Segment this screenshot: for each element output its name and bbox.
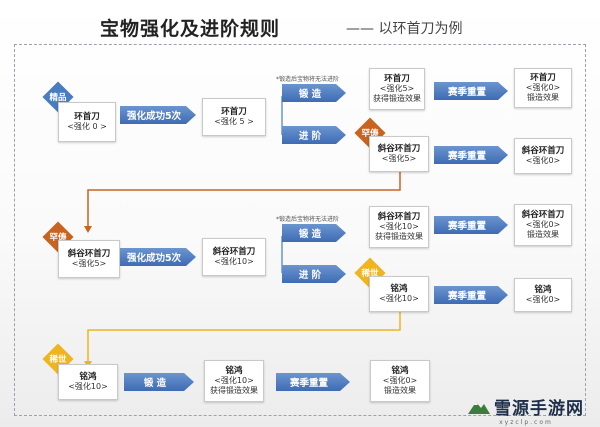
card-name: 铭鸿 <box>534 284 552 295</box>
card-row1-start: 环首刀 <强化 0 > <box>58 102 116 142</box>
card-level: <强化0> <box>525 220 561 230</box>
card-effect: 获得锻造效果 <box>373 94 421 104</box>
card-name: 铭鸿 <box>391 365 409 376</box>
card-level: <强化5> <box>381 154 417 164</box>
arrow-row2-reset1: 赛季重置 <box>434 216 508 234</box>
card-name: 斜谷环首刀 <box>521 145 565 156</box>
diagram-frame <box>14 44 586 416</box>
arrow-row3-forge: 锻 造 <box>124 373 194 391</box>
card-name: 铭鸿 <box>79 371 97 382</box>
arrow-row1-reset1: 赛季重置 <box>434 82 508 100</box>
card-effect: 锻造效果 <box>384 386 416 396</box>
card-name: 环首刀 <box>384 73 410 84</box>
badge-jingpin-label: 精品 <box>49 93 67 103</box>
badge-hanchou-start-label: 罕俦 <box>49 233 67 243</box>
arrow-row2-advance: 进 阶 <box>282 265 346 283</box>
arrow-row1-forge: 锻 造 <box>282 84 346 102</box>
card-name: 环首刀 <box>221 106 247 117</box>
watermark-url: xyzclp.com <box>499 418 553 426</box>
card-row2-mid: 斜谷环首刀 <强化10> <box>202 238 266 276</box>
badge-hanchou-label: 罕俦 <box>361 129 379 139</box>
card-level: <强化5> <box>379 84 415 94</box>
arrow-row1-enhance: 强化成功5次 <box>120 106 196 124</box>
card-effect: 锻造效果 <box>527 230 559 240</box>
card-row1-advance: 斜谷环首刀 <强化5> <box>369 136 429 172</box>
arrow-row2-forge: 锻 造 <box>282 224 346 242</box>
note-row2: *锻造后宝物将无法进阶 <box>276 216 340 223</box>
card-level: <强化0> <box>382 376 418 386</box>
card-row2-start: 斜谷环首刀 <强化5> <box>58 240 120 278</box>
card-row1-reset2: 斜谷环首刀 <强化0> <box>514 138 572 174</box>
connector-row1-to-row2 <box>87 168 401 226</box>
watermark-text: 雪源手游网 <box>494 398 584 419</box>
card-level: <强化5> <box>71 259 107 269</box>
card-name: 斜谷环首刀 <box>212 246 256 257</box>
site-watermark: 雪源手游网 xyzclp.com <box>452 392 600 427</box>
mountain-logo-icon <box>468 402 490 414</box>
card-row2-reset2: 铭鸿 <强化0> <box>514 278 572 312</box>
card-row2-forge: 斜谷环首刀 <强化10> 获得锻造效果 <box>369 206 429 248</box>
arrow-row1-advance: 进 阶 <box>282 126 346 144</box>
card-row3-forge: 铭鸿 <强化10> 获得锻造效果 <box>204 360 264 402</box>
card-effect: 获得锻造效果 <box>375 232 423 242</box>
card-level: <强化10> <box>214 257 254 267</box>
card-level: <强化10> <box>214 376 254 386</box>
card-level: <强化0> <box>525 295 561 305</box>
card-level: <强化10> <box>379 294 419 304</box>
card-row2-advance: 铭鸿 <强化10> <box>369 276 429 312</box>
card-row1-mid: 环首刀 <强化 5 > <box>202 98 266 136</box>
badge-xishi-label: 稀世 <box>361 269 379 279</box>
card-level: <强化10> <box>379 222 419 232</box>
card-row3-start: 铭鸿 <强化10> <box>58 364 118 400</box>
card-level: <强化 0 > <box>67 122 107 132</box>
card-name: 铭鸿 <box>390 283 408 294</box>
card-effect: 获得锻造效果 <box>210 386 258 396</box>
card-name: 环首刀 <box>530 72 556 83</box>
card-name: 斜谷环首刀 <box>521 209 565 220</box>
page-title: 宝物强化及进阶规则 <box>100 18 281 40</box>
card-level: <强化 5 > <box>214 117 254 127</box>
page-subtitle: —— 以环首刀为例 <box>346 21 463 37</box>
card-level: <强化0> <box>525 156 561 166</box>
arrow-row3-reset: 赛季重置 <box>276 373 350 391</box>
badge-xishi-start-label: 稀世 <box>49 355 67 365</box>
card-row2-reset1: 斜谷环首刀 <强化0> 锻造效果 <box>514 204 572 246</box>
card-row1-forge: 环首刀 <强化5> 获得锻造效果 <box>369 68 425 110</box>
card-name: 斜谷环首刀 <box>377 211 421 222</box>
card-name: 斜谷环首刀 <box>377 143 421 154</box>
card-row3-reset: 铭鸿 <强化0> 锻造效果 <box>370 360 430 402</box>
note-row1: *锻造后宝物将无法进阶 <box>276 76 340 83</box>
card-name: 环首刀 <box>74 111 100 122</box>
arrow-row1-reset2: 赛季重置 <box>434 146 508 164</box>
card-name: 斜谷环首刀 <box>67 248 111 259</box>
card-level: <强化0> <box>525 83 561 93</box>
card-effect: 锻造效果 <box>527 93 559 103</box>
connector-row2-to-row3 <box>87 306 401 362</box>
card-name: 铭鸿 <box>225 365 243 376</box>
arrow-row2-enhance: 强化成功5次 <box>120 248 196 266</box>
card-row1-reset1: 环首刀 <强化0> 锻造效果 <box>514 68 572 108</box>
card-level: <强化10> <box>68 382 108 392</box>
arrow-row2-reset2: 赛季重置 <box>434 286 508 304</box>
